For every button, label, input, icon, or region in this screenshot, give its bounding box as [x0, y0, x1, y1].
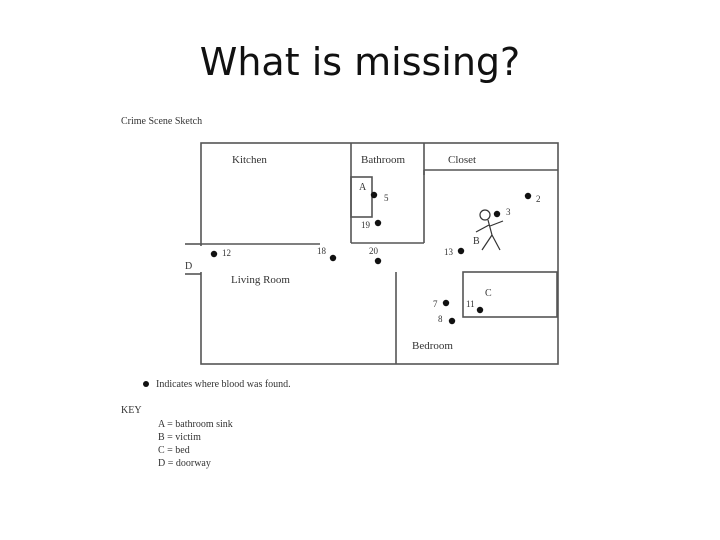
blood-spot-number: 5 — [384, 193, 389, 203]
marker-c: C — [485, 288, 492, 299]
room-label-bathroom: Bathroom — [361, 154, 405, 166]
blood-spot-number: 3 — [506, 207, 511, 217]
bed — [462, 271, 558, 318]
sketch-title: Crime Scene Sketch — [121, 116, 202, 127]
blood-spot-number: 18 — [317, 246, 327, 256]
key-entry-a: A = bathroom sink — [158, 419, 233, 430]
victim-left-arm — [475, 224, 490, 233]
blood-spot — [457, 247, 465, 255]
room-label-living-room: Living Room — [231, 274, 290, 286]
key-entry-d: D = doorway — [158, 458, 211, 469]
room-label-closet: Closet — [448, 154, 476, 166]
victim-head — [479, 209, 491, 221]
victim-figure — [475, 209, 504, 251]
key-title: KEY — [121, 405, 142, 416]
blood-spot — [493, 210, 501, 218]
blood-spot — [374, 257, 382, 265]
floor-plan-walls — [185, 142, 559, 365]
marker-d: D — [185, 261, 192, 272]
blood-spot — [442, 299, 450, 307]
blood-spot-number: 13 — [444, 247, 454, 257]
blood-spot — [210, 250, 218, 258]
blood-spots: 5 19 2 3 12 18 20 13 7 11 8 — [210, 191, 541, 325]
victim-torso — [487, 219, 493, 236]
victim-left-leg — [481, 234, 493, 251]
outer-wall — [200, 142, 559, 365]
blood-spot-number: 8 — [438, 314, 443, 324]
blood-spot — [476, 306, 484, 314]
victim-right-leg — [491, 234, 501, 251]
blood-spot — [370, 191, 378, 199]
key-entry-b: B = victim — [158, 432, 201, 443]
blood-spot-number: 7 — [433, 299, 438, 309]
blood-spot-number: 20 — [369, 246, 379, 256]
room-label-kitchen: Kitchen — [232, 154, 267, 166]
blood-spot-number: 12 — [222, 248, 231, 258]
slide-title: What is missing? — [199, 40, 521, 84]
legend-text: Indicates where blood was found. — [156, 379, 291, 390]
marker-a: A — [359, 182, 367, 193]
victim-right-arm — [489, 220, 504, 227]
key-entry-c: C = bed — [158, 445, 190, 456]
blood-spot-number: 19 — [361, 220, 371, 230]
blood-spot-number: 11 — [466, 299, 475, 309]
legend-blood-dot — [143, 381, 149, 387]
blood-spot-number: 2 — [536, 194, 541, 204]
blood-spot — [524, 192, 532, 200]
blood-spot — [329, 254, 337, 262]
blood-spot — [374, 219, 382, 227]
marker-b: B — [473, 236, 480, 247]
room-label-bedroom: Bedroom — [412, 340, 453, 352]
blood-spot — [448, 317, 456, 325]
